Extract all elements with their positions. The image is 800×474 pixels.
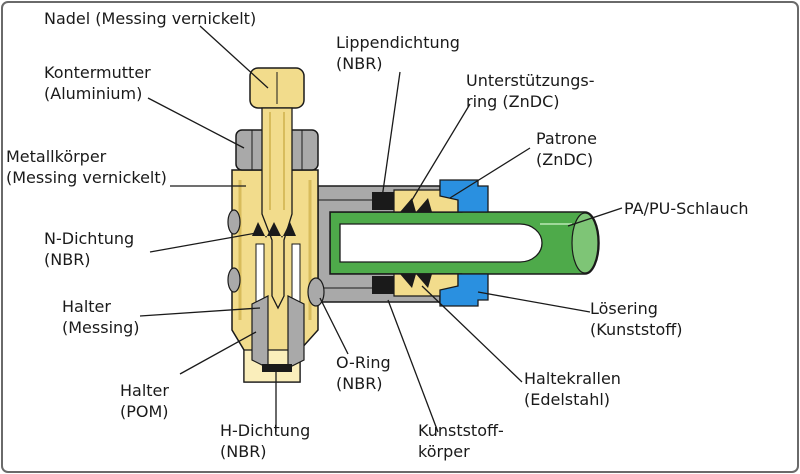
label-stuetzring-line1: Unterstützungs- bbox=[466, 71, 595, 90]
label-h-dichtung-line2: (NBR) bbox=[220, 442, 267, 461]
o-ring-left-shape bbox=[227, 209, 241, 235]
label-kunststoffkoerper: Kunststoff- körper bbox=[418, 420, 504, 462]
label-nadel-text: Nadel (Messing vernickelt) bbox=[44, 9, 257, 28]
label-schlauch: PA/PU-Schlauch bbox=[624, 198, 749, 219]
label-halter-pom: Halter (POM) bbox=[120, 380, 169, 422]
label-halter-pom-line1: Halter bbox=[120, 381, 169, 400]
label-kontermutter-line1: Kontermutter bbox=[44, 63, 151, 82]
label-lippendichtung-line1: Lippendichtung bbox=[336, 33, 460, 52]
label-kontermutter: Kontermutter (Aluminium) bbox=[44, 62, 151, 104]
leader-nadel bbox=[199, 25, 269, 89]
leader-schlauch bbox=[567, 207, 623, 227]
leader-halter-pom bbox=[179, 331, 257, 375]
o-ring-left2-shape bbox=[227, 267, 241, 293]
label-patrone-line1: Patrone bbox=[536, 129, 598, 148]
label-schlauch-text: PA/PU-Schlauch bbox=[624, 199, 749, 218]
release-ring-top bbox=[439, 179, 489, 213]
leader-lines bbox=[139, 25, 623, 433]
leader-loesering bbox=[477, 291, 591, 313]
label-n-dichtung-line1: N-Dichtung bbox=[44, 229, 135, 248]
label-kontermutter-line2: (Aluminium) bbox=[44, 84, 143, 103]
label-h-dichtung-line1: H-Dichtung bbox=[220, 421, 311, 440]
claws-top bbox=[400, 198, 432, 212]
label-loesering: Lösering (Kunststoff) bbox=[590, 298, 683, 340]
label-h-dichtung: H-Dichtung (NBR) bbox=[220, 420, 310, 462]
lip-seal-top bbox=[372, 192, 394, 210]
label-metallkoerper-line1: Metallkörper bbox=[6, 147, 107, 166]
label-n-dichtung-line2: (NBR) bbox=[44, 250, 91, 269]
h-seal-shape bbox=[262, 364, 292, 372]
label-metallkoerper-line2: (Messing vernickelt) bbox=[6, 168, 167, 187]
label-haltekrallen: Haltekrallen (Edelstahl) bbox=[524, 368, 621, 410]
label-n-dichtung: N-Dichtung (NBR) bbox=[44, 228, 134, 270]
label-patrone: Patrone (ZnDC) bbox=[536, 128, 597, 170]
leader-kunststoffkoerper bbox=[387, 299, 439, 433]
n-seal-shape bbox=[252, 222, 296, 238]
label-o-ring-line2: (NBR) bbox=[336, 374, 383, 393]
label-kunststoffkoerper-line2: körper bbox=[418, 442, 470, 461]
label-halter-messing: Halter (Messing) bbox=[62, 296, 140, 338]
label-halter-pom-line2: (POM) bbox=[120, 402, 169, 421]
leader-haltekrallen bbox=[421, 285, 523, 383]
lip-seal-bottom bbox=[372, 276, 394, 294]
label-o-ring-line1: O-Ring bbox=[336, 353, 391, 372]
label-o-ring: O-Ring (NBR) bbox=[336, 352, 391, 394]
label-stuetzring: Unterstützungs- ring (ZnDC) bbox=[466, 70, 595, 112]
label-lippendichtung: Lippendichtung (NBR) bbox=[336, 32, 460, 74]
leader-kontermutter bbox=[147, 97, 245, 149]
leader-o-ring bbox=[319, 297, 349, 355]
label-lippendichtung-line2: (NBR) bbox=[336, 54, 383, 73]
label-kunststoffkoerper-line1: Kunststoff- bbox=[418, 421, 504, 440]
claws-bottom bbox=[400, 274, 432, 288]
label-halter-messing-line1: Halter bbox=[62, 297, 111, 316]
label-haltekrallen-line1: Haltekrallen bbox=[524, 369, 621, 388]
label-metallkoerper: Metallkörper (Messing vernickelt) bbox=[6, 146, 167, 188]
tube-shape bbox=[329, 211, 600, 275]
label-loesering-line1: Lösering bbox=[590, 299, 658, 318]
label-halter-messing-line2: (Messing) bbox=[62, 318, 140, 337]
label-nadel: Nadel (Messing vernickelt) bbox=[44, 8, 256, 29]
label-loesering-line2: (Kunststoff) bbox=[590, 320, 683, 339]
leader-stuetzring bbox=[411, 103, 471, 201]
label-haltekrallen-line2: (Edelstahl) bbox=[524, 390, 611, 409]
release-ring-bottom bbox=[439, 273, 489, 307]
label-patrone-line2: (ZnDC) bbox=[536, 150, 594, 169]
leader-n-dichtung bbox=[149, 231, 263, 253]
leader-lippendichtung bbox=[381, 71, 401, 199]
label-stuetzring-line2: ring (ZnDC) bbox=[466, 92, 560, 111]
leader-patrone bbox=[449, 147, 531, 199]
leader-halter-messing bbox=[139, 307, 261, 317]
